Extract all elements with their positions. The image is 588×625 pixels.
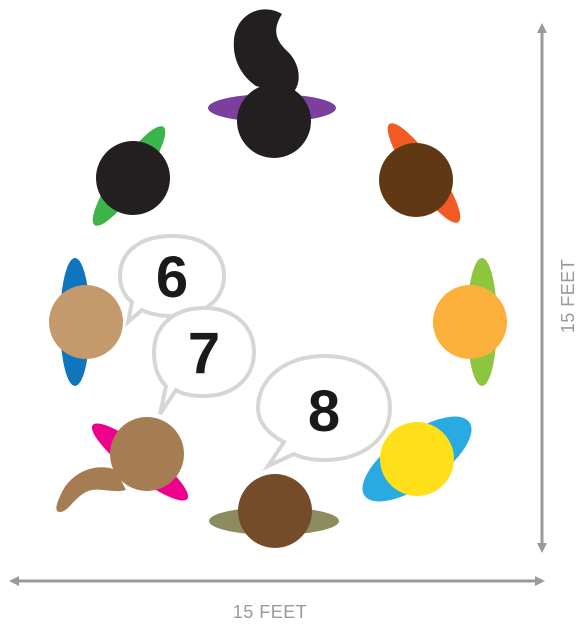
person-upper-left (83, 119, 175, 233)
speech-bubble-8: 8 (258, 356, 390, 466)
person-bottom (209, 474, 339, 548)
head (379, 143, 453, 217)
head (49, 285, 123, 359)
horizontal-dimension-label: 15 FEET (233, 602, 308, 622)
speech-bubble-6-number: 6 (156, 245, 188, 310)
head (96, 141, 170, 215)
person-lower-left (56, 414, 196, 512)
person-right (433, 258, 507, 386)
head (433, 285, 507, 359)
vertical-dimension: 15 FEET (542, 28, 578, 548)
speech-bubble-7: 7 (154, 308, 254, 414)
horizontal-dimension: 15 FEET (14, 581, 540, 622)
speech-bubble-8-number: 8 (308, 379, 340, 444)
person-left (49, 258, 123, 386)
person-top (208, 9, 336, 158)
ponytail-brown (56, 467, 126, 512)
ponytail-black (234, 9, 299, 96)
vertical-dimension-label: 15 FEET (558, 259, 578, 334)
speech-bubble-7-number: 7 (188, 321, 220, 386)
person-upper-right (378, 116, 470, 230)
head (237, 84, 311, 158)
head (238, 474, 312, 548)
head (110, 417, 184, 491)
head (380, 422, 454, 496)
